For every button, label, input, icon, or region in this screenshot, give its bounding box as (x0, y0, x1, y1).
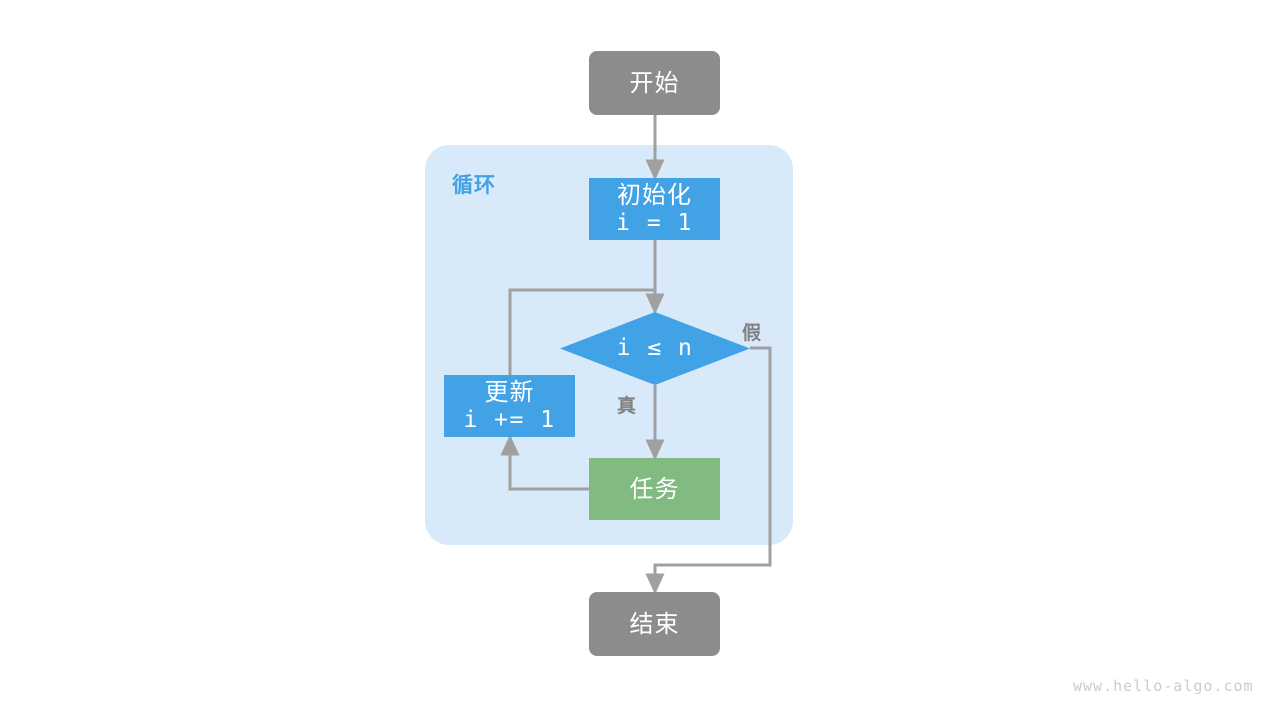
update-node-shape[interactable] (444, 375, 575, 437)
edge-task-to-update (500, 434, 589, 491)
site-watermark: www.hello-algo.com (1073, 677, 1254, 695)
end-node-shape[interactable] (589, 592, 720, 656)
edge-condition-false-to-end (645, 346, 772, 595)
edge-layer (500, 115, 772, 595)
initialize-node-shape[interactable] (589, 178, 720, 240)
node-shape-layer (444, 51, 750, 656)
edge-condition-true-to-task-label: 真 (617, 395, 637, 417)
edge-update-to-condition (508, 288, 655, 375)
task-node-shape[interactable] (589, 458, 720, 520)
start-node-shape[interactable] (589, 51, 720, 115)
loop-group-label: 循环 (452, 173, 496, 197)
condition-node-shape[interactable] (560, 312, 750, 385)
edge-condition-false-to-end-label: 假 (742, 322, 762, 344)
